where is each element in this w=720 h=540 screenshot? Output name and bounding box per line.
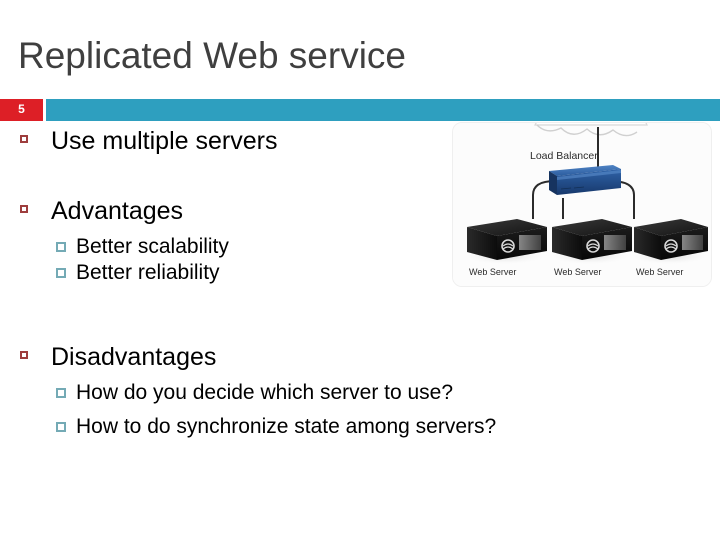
web-server-label: Web Server [636,267,683,277]
bullet-level2: How do you decide which server to use? [0,380,720,406]
square-sub-bullet-icon [56,242,66,252]
bullet-level2: Better reliability [0,260,720,286]
bullet-level1-label: Use multiple servers [51,127,278,155]
square-bullet-icon [20,205,28,213]
diagram-svg: Load Balancer [453,123,711,286]
bullet-level2-label: Better scalability [76,235,229,258]
web-server-label: Web Server [554,267,601,277]
header-rule: 5 [0,99,720,121]
web-server-label: Web Server [469,267,516,277]
spacer [0,314,720,342]
square-sub-bullet-icon [56,422,66,432]
page-number-label: 5 [18,102,25,116]
square-sub-bullet-icon [56,388,66,398]
bullet-level1-label: Advantages [51,197,184,225]
load-balancer-label: Load Balancer [530,150,598,162]
square-bullet-icon [20,135,28,143]
bullet-level2-label: How do you decide which server to use? [76,381,454,404]
cloud-icon [534,123,648,137]
accent-bar [46,99,720,121]
spacer [0,372,720,380]
square-sub-bullet-icon [56,268,66,278]
page-number-badge: 5 [0,99,43,121]
load-balancer-diagram-image: Load Balancer [452,122,712,287]
bullet-level1: Advantages [0,196,720,226]
bullet-level1-label: Disadvantages [51,343,217,371]
bullet-level2: Better scalability [0,234,720,260]
load-balancer-device [549,165,621,195]
bullet-level1: Disadvantages [0,342,720,372]
web-server-2: Web Server [546,219,634,277]
web-server-3: Web Server [627,219,711,277]
bullet-level2: How to do synchronize state among server… [0,414,720,440]
spacer [0,406,720,414]
bullet-level2-label: How to do synchronize state among server… [76,415,497,438]
bullet-level1: Use multiple servers [0,126,720,156]
page-title: Replicated Web service [18,35,406,76]
bullet-level2-label: Better reliability [76,261,220,284]
slide-body: Use multiple servers Advantages Better s… [0,126,720,440]
spacer [0,286,720,314]
square-bullet-icon [20,351,28,359]
web-server-1: Web Server [461,219,549,277]
